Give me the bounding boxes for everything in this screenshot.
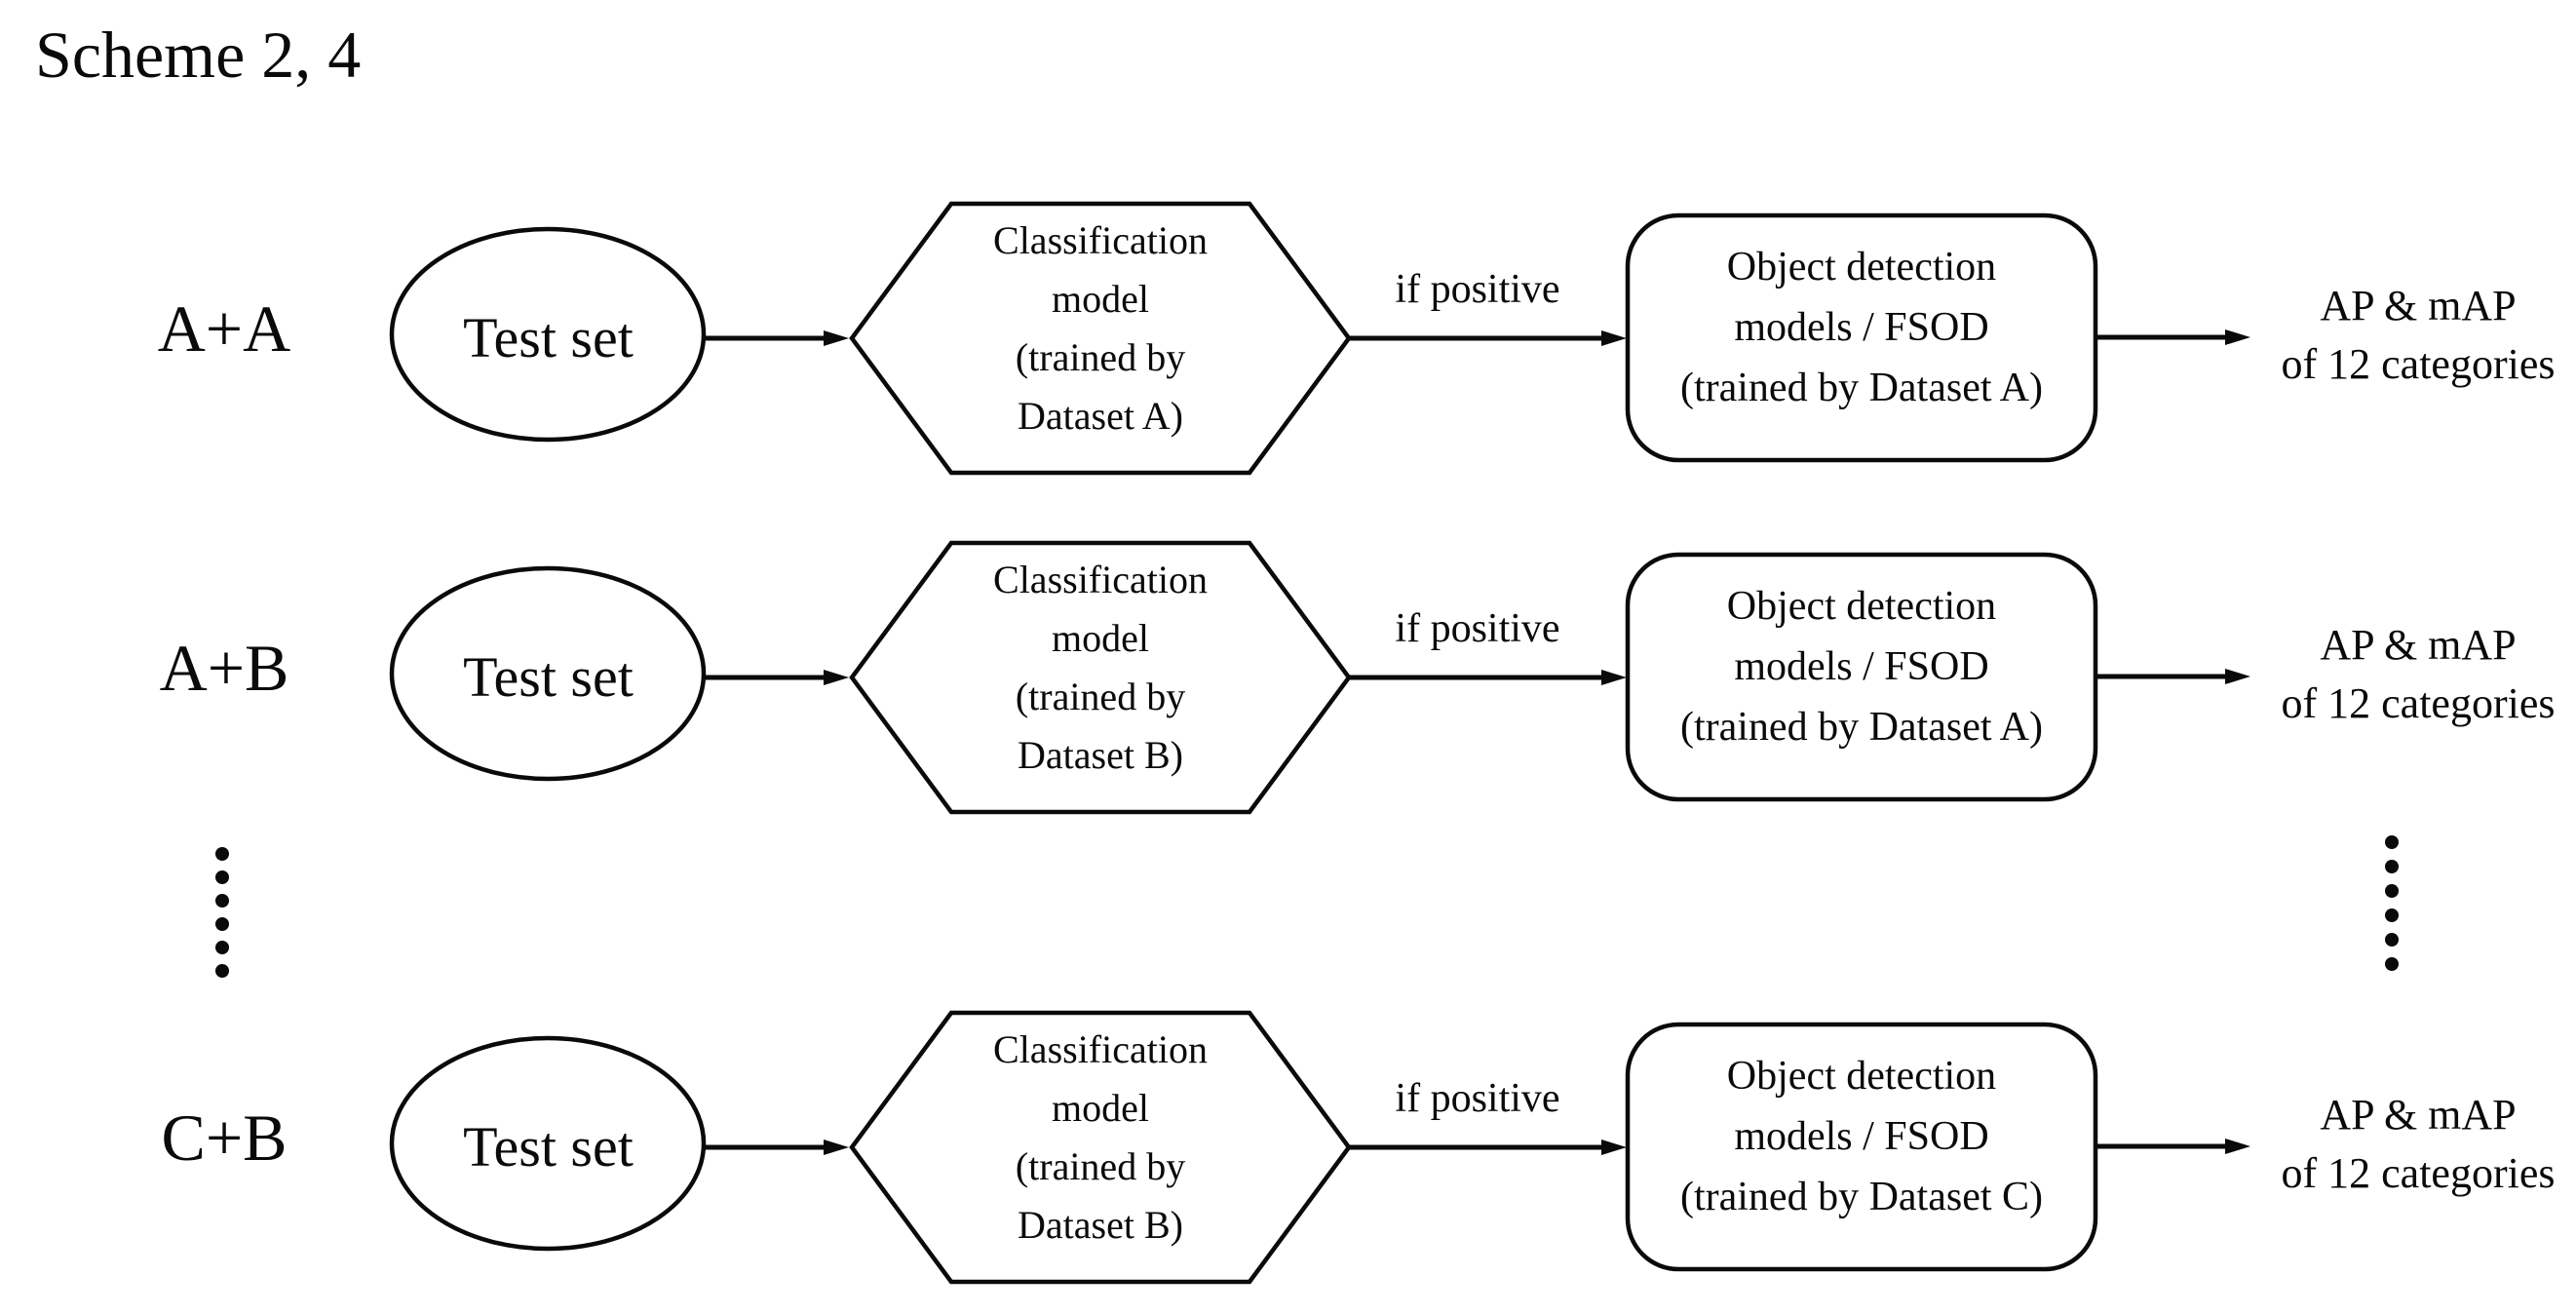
output-label: AP & mAP of 12 categories [2259,277,2576,394]
text-line: models / FSOD [1734,305,1989,350]
text-line: model [1052,616,1149,660]
text-line: AP & mAP [2320,1091,2517,1139]
ellipsis-dot [2385,884,2399,898]
text-line: (trained by Dataset A) [1679,705,2044,750]
text-line: Object detection [1726,245,1997,290]
text-line: Dataset A) [1018,394,1183,438]
text-line: Dataset B) [1018,733,1183,777]
classification-model-text: Classification model (trained by Dataset… [852,551,1349,785]
text-line: AP & mAP [2320,282,2517,329]
ellipsis-dot [2385,835,2399,849]
text-line: Dataset B) [1018,1203,1183,1247]
row-3-shapes [389,1010,2250,1285]
test-set-label: Test set [463,306,634,369]
text-line: Classification [993,1027,1208,1071]
text-line: Classification [993,558,1208,601]
ellipsis-dot [215,917,229,931]
text-line: model [1052,277,1149,321]
object-detection-text: Object detection models / FSOD (trained … [1628,237,2095,418]
ellipsis-dot [215,941,229,954]
text-line: (trained by Dataset A) [1679,366,2044,410]
test-set-ellipse [389,1035,707,1252]
text-line: models / FSOD [1734,644,1989,689]
text-line: of 12 categories [2281,1149,2556,1197]
text-line: of 12 categories [2281,340,2556,388]
classification-model-text: Classification model (trained by Dataset… [852,1021,1349,1255]
row-2-shapes [389,540,2250,815]
test-set-ellipse [389,226,707,443]
classification-model-text: Classification model (trained by Dataset… [852,212,1349,445]
text-line: model [1052,1086,1149,1130]
left-vertical-ellipsis [215,847,229,978]
text-line: of 12 categories [2281,679,2556,727]
text-line: Classification [993,218,1208,262]
row-label: C+B [161,1101,288,1175]
test-set-label: Test set [463,645,634,709]
text-line: (trained by [1015,1144,1186,1188]
row-label: A+A [157,291,291,366]
condition-label: if positive [1395,606,1560,651]
output-label: AP & mAP of 12 categories [2259,1086,2576,1203]
ellipsis-dot [215,870,229,884]
ellipsis-dot [2385,908,2399,922]
object-detection-text: Object detection models / FSOD (trained … [1628,576,2095,757]
text-line: models / FSOD [1734,1114,1989,1159]
row-1-shapes [389,201,2250,476]
ellipsis-dot [2385,957,2399,971]
row-label: A+B [159,631,289,705]
condition-label: if positive [1395,267,1560,312]
object-detection-text: Object detection models / FSOD (trained … [1628,1046,2095,1227]
test-set-label: Test set [463,1115,634,1179]
scheme-title: Scheme 2, 4 [35,18,362,92]
test-set-ellipse [389,565,707,782]
text-line: Object detection [1726,584,1997,629]
ellipsis-dot [2385,933,2399,947]
text-line: AP & mAP [2320,621,2517,669]
text-line: (trained by [1015,675,1186,718]
ellipsis-dot [215,964,229,978]
ellipsis-dot [215,847,229,861]
right-vertical-ellipsis [2385,835,2399,971]
ellipsis-dot [215,894,229,908]
output-label: AP & mAP of 12 categories [2259,616,2576,733]
condition-label: if positive [1395,1076,1560,1121]
text-line: (trained by Dataset C) [1679,1175,2044,1219]
text-line: (trained by [1015,335,1186,379]
ellipsis-dot [2385,860,2399,873]
text-line: Object detection [1726,1054,1997,1099]
